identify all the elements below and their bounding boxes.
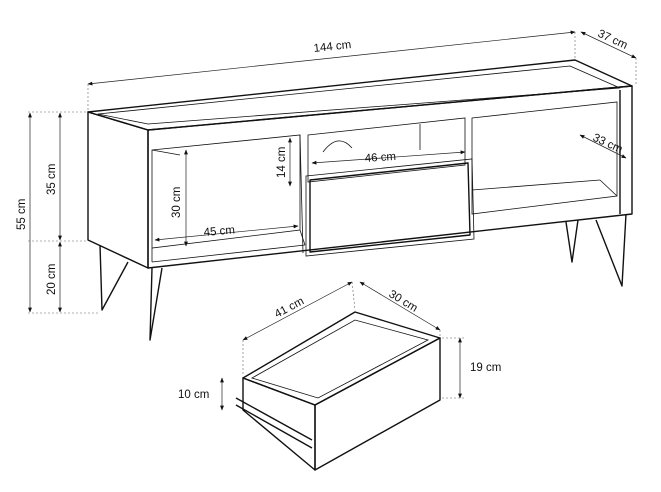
dimension-lines: [28, 30, 637, 314]
cabinet: [87, 59, 633, 341]
left-height-label: 30 cm: [171, 187, 183, 218]
width-total-label: 144 cm: [313, 39, 352, 55]
drawer-side-height-label: 10 cm: [178, 389, 209, 401]
total-height-label: 55 cm: [16, 199, 28, 230]
middle-height-label: 14 cm: [276, 147, 288, 178]
depth-total-label: 37 cm: [596, 28, 629, 52]
middle-width-label: 46 cm: [364, 151, 396, 165]
drawer-depth-label: 30 cm: [386, 288, 419, 314]
inner-depth-label: 33 cm: [591, 132, 624, 156]
body-height-label: 35 cm: [46, 164, 58, 195]
left-width-label: 45 cm: [203, 224, 235, 239]
drawer-front-height-label: 19 cm: [470, 362, 501, 374]
drawer: [220, 281, 464, 471]
drawer-width-label: 41 cm: [273, 295, 306, 320]
leg-height-label: 20 cm: [46, 264, 58, 295]
